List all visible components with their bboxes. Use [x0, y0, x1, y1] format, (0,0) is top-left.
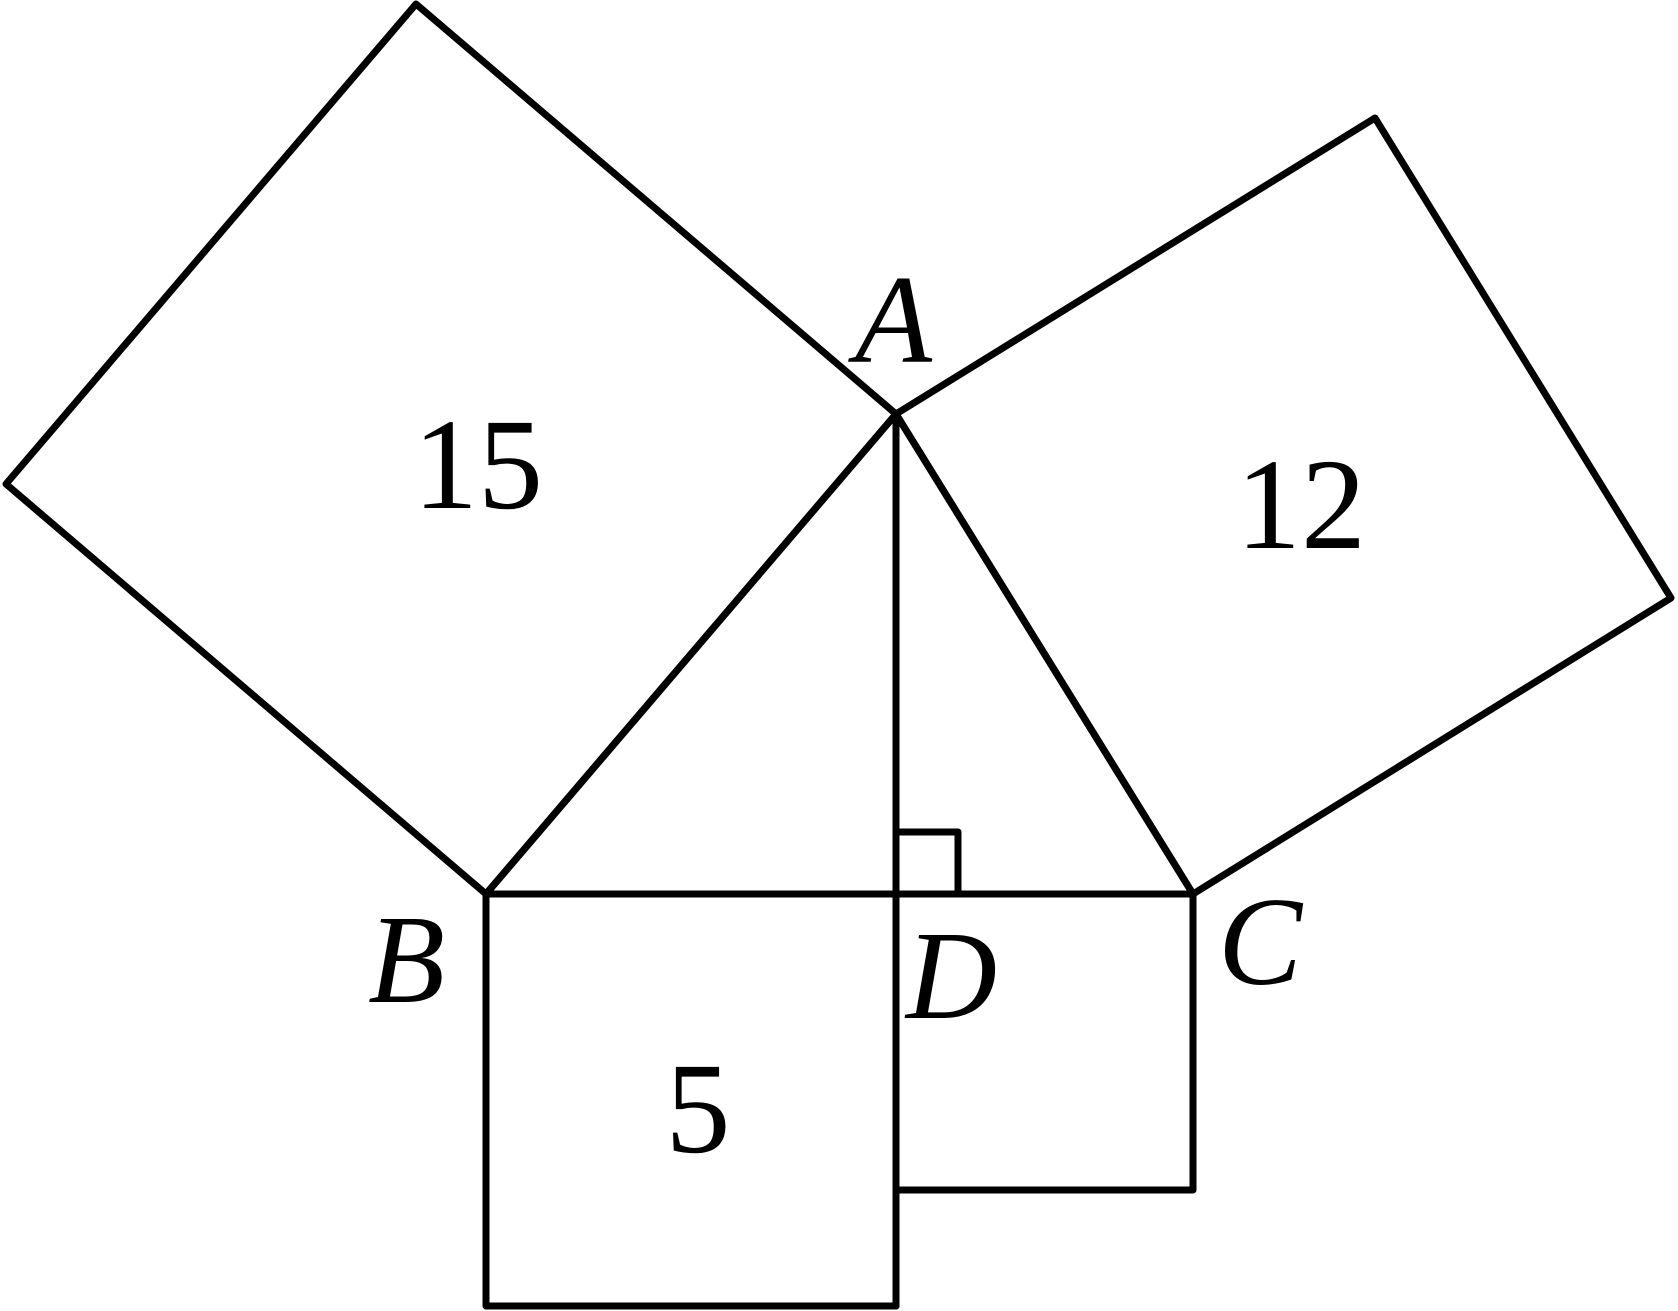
rectangle-below-bd — [482, 890, 900, 1310]
vertex-label-d: D — [904, 907, 997, 1046]
area-label-square-ab: 15 — [413, 393, 543, 537]
area-label-rectangle-bd: 5 — [666, 1037, 731, 1181]
right-angle-marker — [892, 828, 962, 898]
triangle-abc — [482, 410, 1197, 898]
vertex-label-c: C — [1218, 873, 1304, 1012]
rectangle-below-dc — [892, 890, 1197, 1194]
area-label-square-ac: 12 — [1236, 433, 1366, 577]
vertex-label-b: B — [368, 891, 445, 1030]
vertex-label-a: A — [848, 251, 933, 390]
